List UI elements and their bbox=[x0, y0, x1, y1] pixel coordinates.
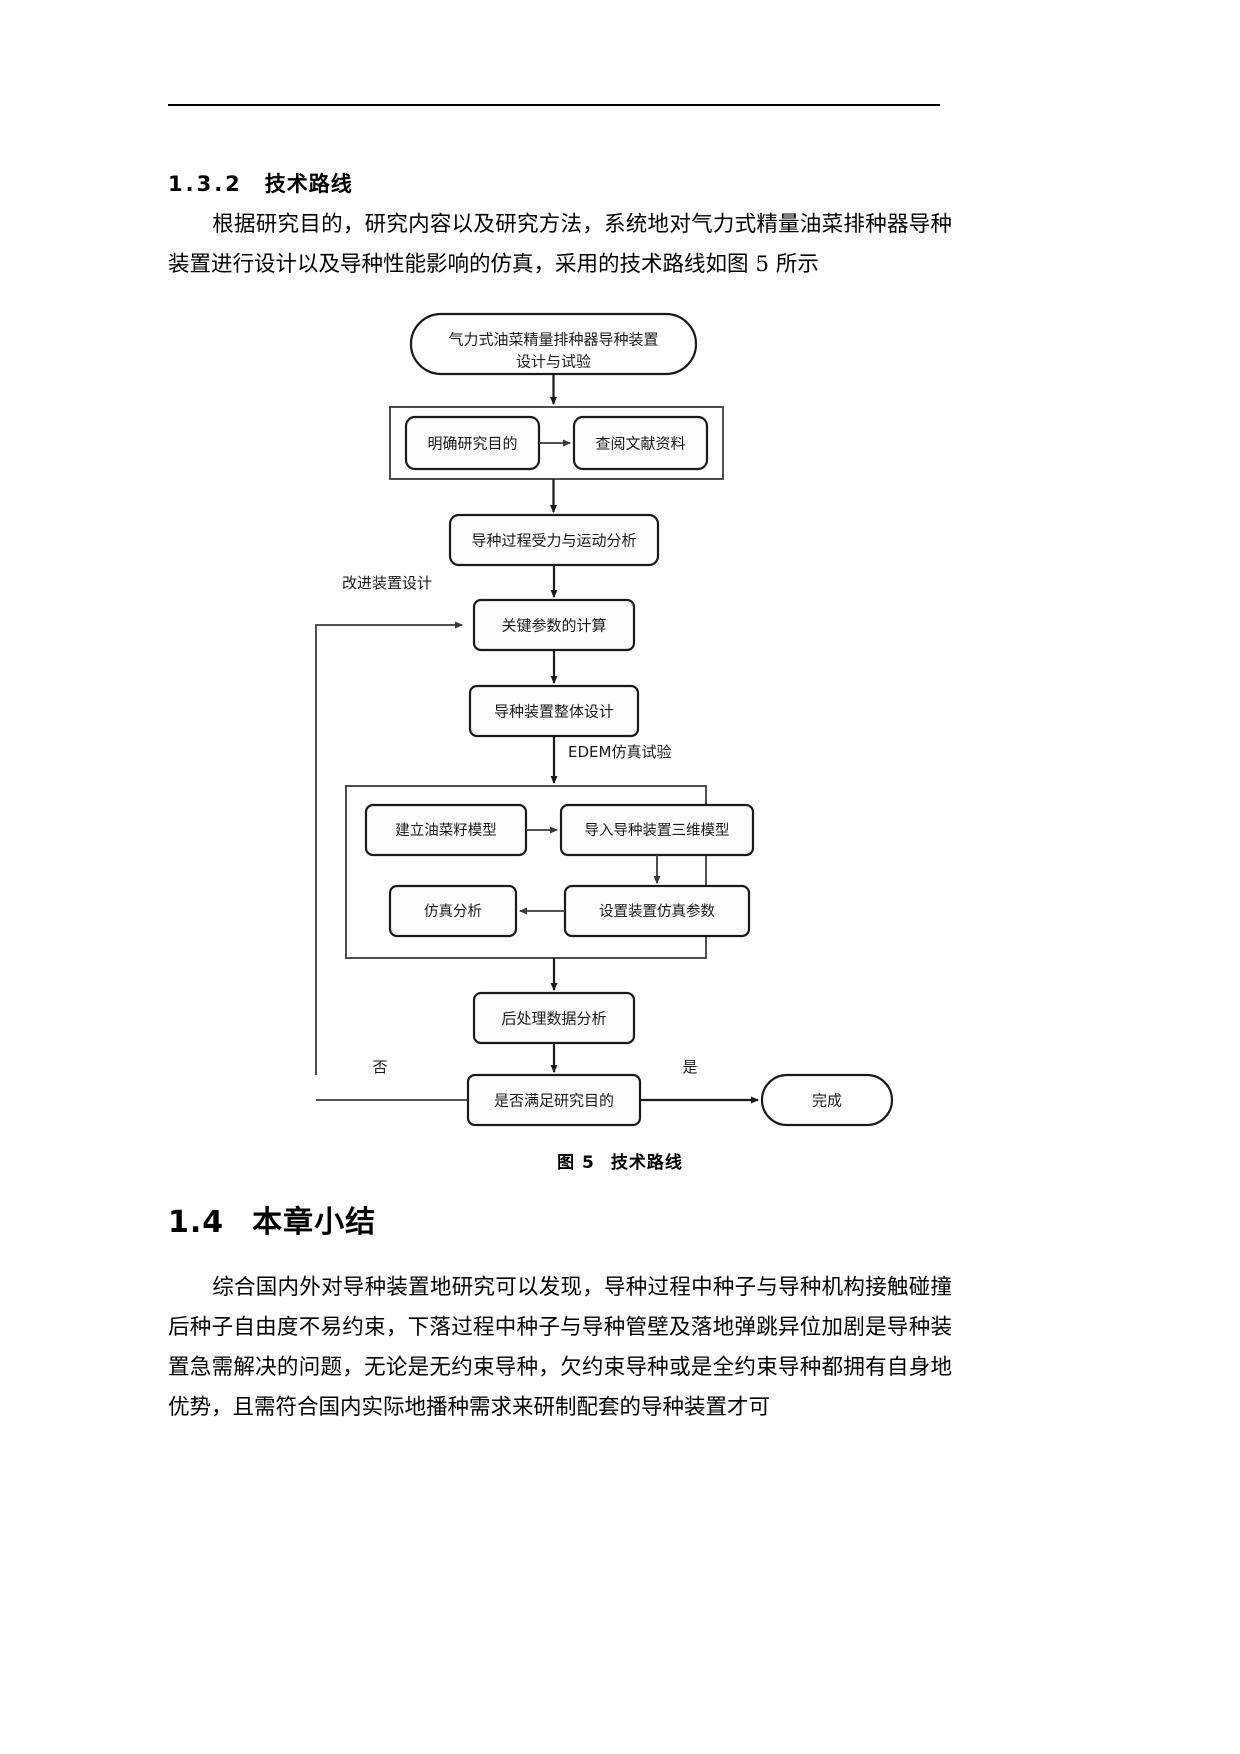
flow-node-goal-label: 明确研究目的 bbox=[427, 435, 517, 453]
flow-edge-label-improve-design: 改进装置设计 bbox=[342, 574, 432, 592]
figure-caption-title: 技术路线 bbox=[610, 1153, 683, 1173]
paragraph-2: 综合国内外对导种装置地研究可以发现，导种过程中种子与导种机构接触碰撞后种子自由度… bbox=[168, 1268, 952, 1428]
flow-node-literature-label: 查阅文献资料 bbox=[595, 435, 685, 453]
paragraph-2-text: 综合国内外对导种装置地研究可以发现，导种过程中种子与导种机构接触碰撞后种子自由度… bbox=[168, 1275, 952, 1420]
section-title: 技术路线 bbox=[264, 172, 353, 196]
flow-node-import-model: 导入导种装置三维模型 bbox=[559, 803, 755, 857]
flow-node-key-params-label: 关键参数的计算 bbox=[501, 617, 606, 635]
flow-node-force-analysis: 导种过程受力与运动分析 bbox=[448, 513, 660, 567]
flow-node-seed-model-label: 建立油菜籽模型 bbox=[395, 822, 497, 839]
chapter-heading: 1.4 本章小结 bbox=[168, 1197, 376, 1241]
section-heading: 1.3.2 技术路线 bbox=[168, 168, 353, 198]
flow-node-sim-params-label: 设置装置仿真参数 bbox=[599, 902, 715, 920]
flow-node-goal: 明确研究目的 bbox=[404, 415, 541, 471]
flow-node-post-process-label: 后处理数据分析 bbox=[501, 1010, 606, 1028]
flow-node-sim-analysis-label: 仿真分析 bbox=[424, 902, 482, 920]
flow-node-sim-params: 设置装置仿真参数 bbox=[563, 884, 751, 938]
technical-roadmap-flowchart: 气力式油菜精量排种器导种装置 设计与试验 明确研究目的 查阅文献资料 导种过程受… bbox=[280, 300, 960, 1130]
figure-caption-label: 图 5 bbox=[557, 1153, 595, 1173]
flow-node-key-params: 关键参数的计算 bbox=[472, 598, 636, 652]
flow-node-overall-design-label: 导种装置整体设计 bbox=[494, 703, 614, 721]
paragraph-1-text: 根据研究目的，研究内容以及研究方法，系统地对气力式精量油菜排种器导种装置进行设计… bbox=[168, 212, 952, 277]
flow-node-decision-label: 是否满足研究目的 bbox=[494, 1092, 614, 1110]
flow-node-start: 气力式油菜精量排种器导种装置 设计与试验 bbox=[409, 312, 698, 376]
flow-edge-label-no: 否 bbox=[372, 1058, 387, 1076]
flow-node-literature: 查阅文献资料 bbox=[572, 415, 709, 471]
flow-node-finish-label: 完成 bbox=[812, 1092, 842, 1110]
flow-node-decision: 是否满足研究目的 bbox=[466, 1073, 642, 1127]
paragraph-1: 根据研究目的，研究内容以及研究方法，系统地对气力式精量油菜排种器导种装置进行设计… bbox=[168, 205, 952, 285]
figure-caption: 图 5 技术路线 bbox=[0, 1148, 1240, 1173]
flow-node-overall-design: 导种装置整体设计 bbox=[468, 684, 640, 738]
flow-group-edem-simulation bbox=[345, 785, 707, 959]
flow-node-start-line2: 设计与试验 bbox=[516, 353, 591, 371]
flow-group-research bbox=[389, 406, 724, 480]
flow-node-seed-model: 建立油菜籽模型 bbox=[364, 803, 528, 857]
chapter-title: 本章小结 bbox=[252, 1205, 377, 1240]
header-rule bbox=[168, 104, 940, 106]
flow-node-finish: 完成 bbox=[760, 1073, 894, 1127]
flow-node-sim-analysis: 仿真分析 bbox=[388, 884, 518, 938]
flow-edge-label-yes: 是 bbox=[682, 1058, 697, 1076]
flow-node-force-analysis-label: 导种过程受力与运动分析 bbox=[471, 532, 636, 550]
flow-edge-label-edem: EDEM仿真试验 bbox=[568, 743, 671, 761]
section-number: 1.3.2 bbox=[168, 172, 243, 196]
flow-edge-feedback-loop bbox=[315, 621, 464, 1075]
flow-node-import-model-label: 导入导种装置三维模型 bbox=[585, 822, 730, 839]
flow-node-start-line1: 气力式油菜精量排种器导种装置 bbox=[448, 331, 658, 349]
flow-node-post-process: 后处理数据分析 bbox=[472, 991, 636, 1045]
chapter-number: 1.4 bbox=[168, 1205, 225, 1240]
